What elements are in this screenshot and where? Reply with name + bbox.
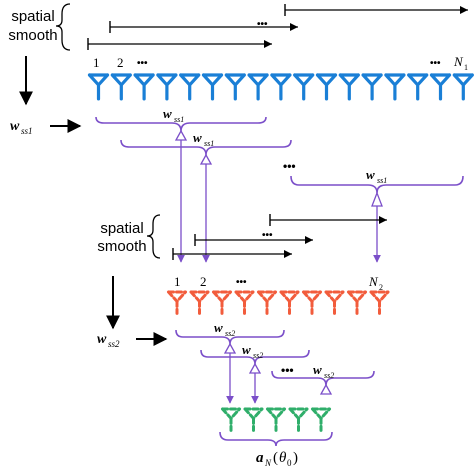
array2-antenna-element — [324, 290, 345, 315]
array2-label-n-sub: 2 — [379, 283, 383, 292]
array1-antenna-element — [247, 73, 269, 101]
array2-label-2: 2 — [200, 274, 207, 289]
array2-antenna-element — [257, 290, 277, 315]
bracket-wss2-c: w ss2 — [271, 362, 375, 395]
svg-text:w: w — [366, 167, 375, 182]
svg-text:0: 0 — [287, 458, 292, 468]
svg-text:w: w — [313, 362, 322, 377]
array3-antenna-element — [288, 407, 309, 432]
svg-text:ss2: ss2 — [108, 339, 120, 349]
array1-antenna-element — [361, 73, 383, 101]
weight-sub: ss1 — [21, 126, 33, 136]
array1-antenna-element — [156, 73, 178, 101]
array1-label-n-sub: 1 — [464, 63, 468, 72]
svg-text:w: w — [242, 342, 251, 357]
array2-antenna-element — [279, 290, 300, 315]
svg-text:ss2: ss2 — [225, 329, 235, 338]
array1-label-n: N — [453, 54, 464, 69]
array1-antenna-element — [452, 73, 474, 101]
ellipsis-low: ••• — [281, 363, 294, 377]
svg-text:N: N — [264, 458, 272, 468]
array1-antenna-element — [429, 73, 452, 101]
ellipsis-top: ••• — [257, 19, 268, 30]
array1-antenna-element — [110, 73, 132, 101]
array2-antenna-element — [234, 290, 255, 315]
spatial-smooth-word-1: spatial — [11, 8, 54, 25]
bracket-output — [219, 431, 333, 447]
weight-w: w — [10, 119, 20, 134]
array1-antenna-element — [293, 73, 315, 101]
svg-text:w: w — [163, 106, 172, 121]
range-arrows-top: ••• — [87, 4, 468, 50]
array2-antenna-element — [167, 290, 187, 315]
array1-antenna-element — [270, 73, 292, 101]
antenna-array-1 — [87, 73, 474, 101]
bracket-wss1-b: w ss1 — [120, 130, 292, 156]
array2-antenna-element — [189, 290, 210, 315]
bracket-wss1-a: w ss1 — [95, 106, 267, 132]
svg-text:w: w — [214, 320, 223, 335]
array1-antenna-element — [201, 73, 224, 101]
array1-antenna-element — [179, 73, 201, 101]
svg-text:ss2: ss2 — [253, 351, 263, 360]
curly-brace-top — [55, 3, 71, 51]
array3-antenna-element — [311, 407, 331, 432]
svg-text:ss2: ss2 — [324, 371, 334, 380]
spatial-smooth-label-mid: spatial smooth — [97, 220, 146, 255]
array3-antenna-element — [266, 407, 286, 432]
array2-label-1: 1 — [174, 274, 181, 289]
output-label: a N ( θ 0 ) — [256, 450, 298, 468]
svg-text:ss1: ss1 — [204, 139, 214, 148]
array1-antenna-element — [224, 73, 246, 101]
array3-antenna-element — [243, 407, 264, 432]
array2-antenna-element — [302, 290, 322, 315]
array1-ellipsis-end: ••• — [430, 58, 441, 69]
svg-text:•••: ••• — [262, 230, 273, 241]
weight-label-2: w ss2 — [97, 332, 120, 349]
bracket-wss1-c: w ss1 — [290, 167, 464, 207]
svg-text:(: ( — [273, 450, 278, 466]
array2-antenna-element — [347, 290, 367, 315]
array1-antenna-element — [407, 73, 429, 101]
svg-text:a: a — [256, 450, 264, 466]
array1-label-2: 2 — [117, 55, 124, 70]
array2-antenna-element — [212, 290, 232, 315]
spatial-smooth-label-top: spatial smooth — [8, 8, 57, 44]
svg-text:w: w — [97, 332, 107, 347]
spatial-smooth-word-1: spatial — [100, 220, 143, 237]
svg-text:w: w — [193, 130, 202, 145]
antenna-array-3 — [221, 407, 331, 432]
svg-text:): ) — [293, 450, 298, 466]
svg-text:ss1: ss1 — [174, 115, 184, 124]
antenna-array-2 — [167, 290, 390, 315]
array2-ellipsis: ••• — [236, 277, 247, 288]
array2-antenna-element — [369, 290, 390, 315]
spatial-smooth-word-2: smooth — [8, 27, 57, 44]
array1-label-1: 1 — [93, 55, 100, 70]
array2-label-n: N — [368, 274, 379, 289]
array1-antenna-element — [315, 73, 338, 101]
weight-label-1: w ss1 — [10, 119, 33, 136]
array1-antenna-element — [384, 73, 406, 101]
array1-antenna-element — [338, 73, 360, 101]
svg-text:θ: θ — [279, 450, 287, 466]
array1-antenna-element — [133, 73, 155, 101]
array1-ellipsis: ••• — [137, 58, 148, 69]
ellipsis-mid: ••• — [283, 159, 296, 173]
spatial-smooth-word-2: smooth — [97, 238, 146, 255]
array1-antenna-element — [87, 73, 110, 101]
range-arrows-mid: ••• — [172, 214, 387, 260]
bracket-wss2-a: w ss2 — [175, 320, 285, 354]
svg-text:ss1: ss1 — [377, 176, 387, 185]
array3-antenna-element — [221, 407, 241, 432]
curly-brace-mid — [146, 214, 161, 259]
